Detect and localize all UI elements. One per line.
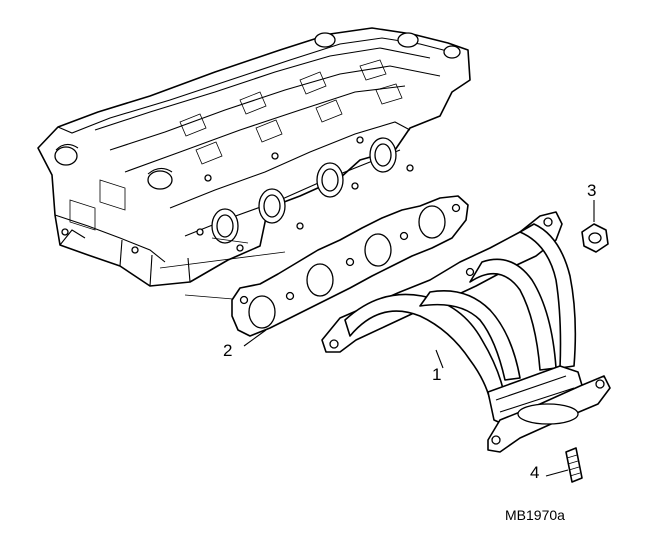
leader-lines (243, 200, 595, 477)
nut (581, 223, 609, 253)
callout-3: 3 (587, 181, 597, 200)
figure-reference-code: MB1970a (505, 507, 565, 523)
callout-2: 2 (223, 341, 233, 360)
exhaust-manifold (321, 211, 611, 453)
callout-4: 4 (530, 463, 540, 482)
callout-1: 1 (432, 365, 442, 384)
manifold-gasket (231, 195, 469, 337)
stud (565, 447, 583, 483)
cylinder-head (37, 27, 471, 287)
